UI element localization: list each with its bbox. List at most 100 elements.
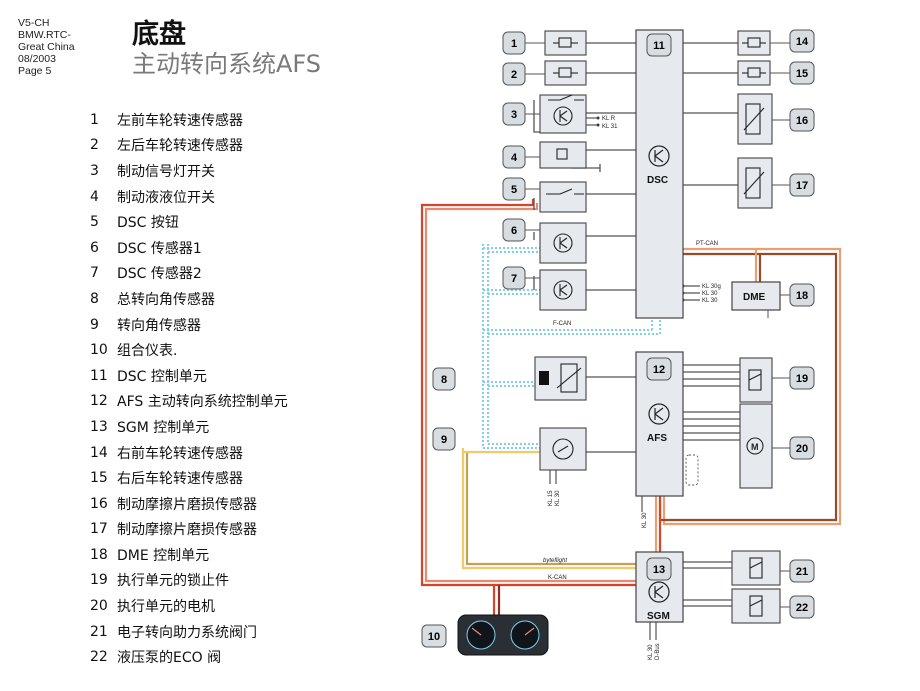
page-title: 底盘 — [132, 19, 186, 50]
dsc-label: DSC — [647, 175, 668, 186]
legend-text: 执行单元的锁止件 — [117, 573, 229, 590]
legend-number: 10 — [90, 342, 108, 359]
badge-leaders — [525, 42, 790, 608]
legend-text: AFS 主动转向系统控制单元 — [117, 394, 288, 411]
terminal-dsc-kl30a: KL 30 — [702, 291, 718, 297]
meta-line: Great China — [18, 41, 75, 53]
meta-line: BMW.RTC- — [18, 29, 71, 41]
legend-number: 13 — [90, 418, 108, 435]
pt-can-bus — [654, 247, 842, 552]
legend-number: 17 — [90, 521, 108, 538]
legend-text: 电子转向助力系统阀门 — [117, 624, 257, 641]
legend-item: 6 DSC 传感器1 — [90, 235, 420, 261]
badge-21: 21 — [789, 559, 815, 583]
legend-number: 19 — [90, 572, 108, 589]
legend-number: 9 — [90, 316, 99, 333]
badge-6: 6 — [502, 218, 526, 242]
svg-text:14: 14 — [796, 36, 809, 48]
legend-item: 20 执行单元的电机 — [90, 593, 420, 619]
sgm-label: SGM — [647, 611, 670, 622]
svg-text:20: 20 — [796, 443, 808, 455]
k-can-label: K-CAN — [548, 575, 567, 581]
badge-13: 13 — [646, 557, 672, 581]
badge-15: 15 — [789, 61, 815, 85]
legend-item: 4 制动液液位开关 — [90, 184, 420, 210]
legend-number: 18 — [90, 546, 108, 563]
legend-number: 16 — [90, 495, 108, 512]
legend-text: 执行单元的电机 — [117, 599, 215, 616]
legend-number: 4 — [90, 188, 99, 205]
motor-symbol: M — [751, 442, 759, 452]
terminal-kl-31: KL 31 — [602, 124, 618, 130]
svg-text:6: 6 — [511, 225, 517, 237]
legend-item: 3 制动信号灯开关 — [90, 158, 420, 184]
badge-22: 22 — [789, 595, 815, 619]
legend-text: DSC 传感器1 — [117, 240, 202, 257]
svg-text:8: 8 — [441, 374, 447, 386]
terminal-dsc-kl30b: KL 30 — [702, 298, 718, 304]
legend-text: 制动摩擦片磨损传感器 — [117, 522, 257, 539]
badge-4: 4 — [502, 145, 526, 169]
svg-text:16: 16 — [796, 115, 808, 127]
f-can-bus — [482, 244, 661, 449]
svg-text:4: 4 — [511, 152, 518, 164]
shield-lines — [685, 454, 699, 486]
legend-text: 右前车轮转速传感器 — [117, 445, 243, 462]
legend-number: 3 — [90, 162, 99, 179]
legend-text: 制动信号灯开关 — [117, 163, 215, 180]
legend-number: 21 — [90, 623, 108, 640]
svg-text:18: 18 — [796, 290, 808, 302]
legend-number: 7 — [90, 265, 99, 282]
legend-text: 右后车轮转速传感器 — [117, 471, 243, 488]
f-can-label: F-CAN — [553, 321, 571, 327]
badge-9: 9 — [432, 427, 456, 451]
badge-1: 1 — [502, 31, 526, 55]
dme-label: DME — [743, 292, 766, 303]
svg-text:5: 5 — [511, 184, 517, 196]
legend-text: DSC 按钮 — [117, 215, 179, 232]
svg-text:21: 21 — [796, 566, 808, 578]
svg-text:3: 3 — [511, 109, 517, 121]
svg-text:13: 13 — [653, 564, 665, 576]
svg-text:12: 12 — [653, 364, 665, 376]
byteflight-bus — [461, 448, 640, 570]
badge-2: 2 — [502, 62, 526, 86]
terminal-sas-kl15: KL 15 — [548, 490, 554, 506]
legend-number: 11 — [90, 367, 108, 384]
legend-text: DME 控制单元 — [117, 547, 210, 564]
svg-text:19: 19 — [796, 373, 808, 385]
svg-text:17: 17 — [796, 180, 808, 192]
terminal-sgm-kl30: KL 30 — [648, 644, 654, 660]
meta-line: Page 5 — [18, 65, 52, 77]
legend-item: 18 DME 控制单元 — [90, 542, 420, 568]
svg-text:1: 1 — [511, 38, 517, 50]
signal-wires — [533, 42, 740, 607]
svg-text:15: 15 — [796, 68, 808, 80]
legend-text: 制动液液位开关 — [117, 189, 215, 206]
terminal-kl-r: KL R — [602, 116, 616, 122]
legend-item: 19 执行单元的锁止件 — [90, 568, 420, 594]
legend-text: DSC 控制单元 — [117, 368, 207, 385]
badge-3: 3 — [502, 102, 526, 126]
afs-label: AFS — [647, 433, 667, 444]
legend-number: 20 — [90, 598, 108, 615]
badge-11: 11 — [646, 33, 672, 57]
slide-meta: V5-CH BMW.RTC- Great China 08/2003 Page … — [18, 17, 75, 77]
instrument-cluster — [457, 614, 549, 656]
badge-7: 7 — [502, 266, 526, 290]
svg-text:11: 11 — [653, 40, 665, 52]
legend-item: 21 电子转向助力系统阀门 — [90, 619, 420, 645]
legend-text: 液压泵的ECO 阀 — [117, 650, 222, 667]
legend-number: 6 — [90, 239, 99, 256]
legend-text: 左后车轮转速传感器 — [117, 138, 243, 155]
meta-line: V5-CH — [18, 17, 50, 29]
legend-number: 15 — [90, 470, 108, 487]
